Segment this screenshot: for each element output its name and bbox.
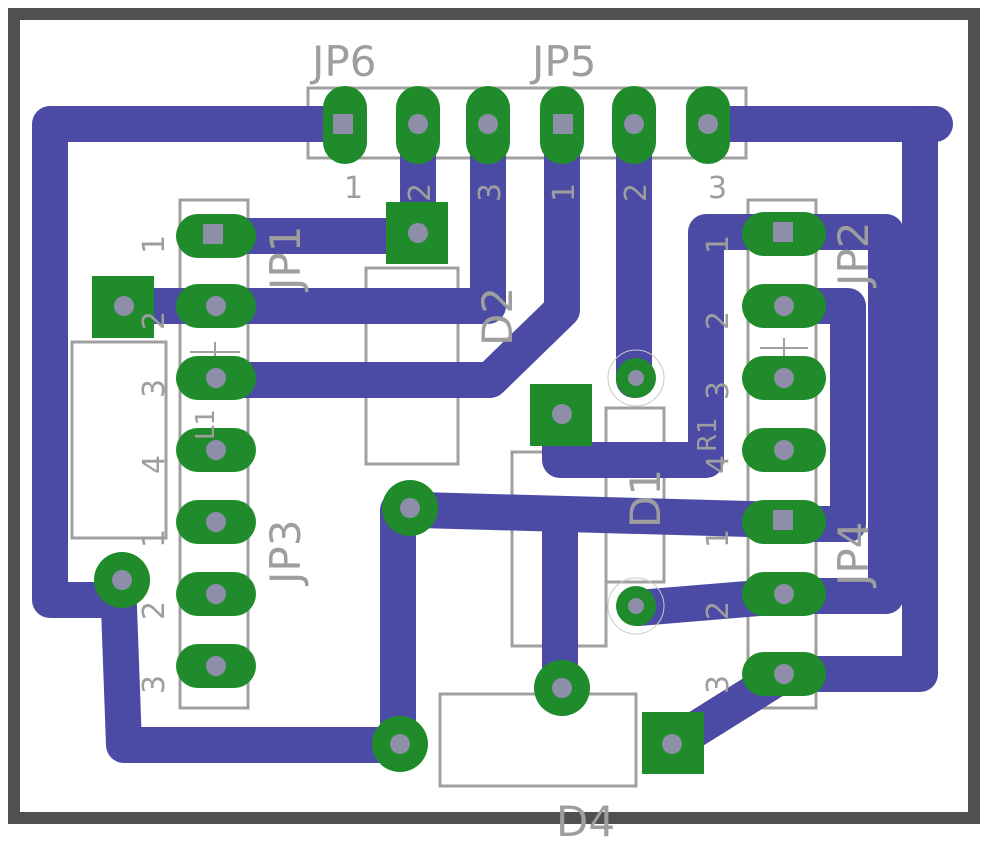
pin-right-6: 2 <box>701 601 736 620</box>
pin-left-1: 1 <box>137 235 172 254</box>
label-jp1: JP1 <box>261 226 310 293</box>
pin-right-4: 4 <box>701 455 736 474</box>
label-d1: D1 <box>621 469 670 528</box>
label-d4: D4 <box>556 797 615 846</box>
pin-left-5: 1 <box>137 529 172 548</box>
pin-numbers: 1 2 3 1 2 3 1 2 3 4 1 2 3 1 2 3 4 1 2 3 <box>137 171 736 694</box>
pin-jp6-1: 1 <box>344 171 363 206</box>
pin-jp6-2: 2 <box>403 183 438 202</box>
pin-left-7: 3 <box>137 675 172 694</box>
pin-jp5-2: 2 <box>619 183 654 202</box>
label-jp2: JP2 <box>829 222 878 289</box>
pin-right-3: 3 <box>701 381 736 400</box>
pin-left-6: 2 <box>137 601 172 620</box>
pin-right-5: 1 <box>701 529 736 548</box>
label-l1: L1 <box>191 409 221 440</box>
pin-left-2: 2 <box>137 311 172 330</box>
designator-labels: JP6 JP5 D4 JP1 JP3 D2 D1 JP2 JP4 R1 L1 <box>191 37 878 846</box>
pin-right-2: 2 <box>701 311 736 330</box>
label-d2: D2 <box>473 287 522 346</box>
label-jp5: JP5 <box>529 37 596 86</box>
pin-jp5-1: 1 <box>547 183 582 202</box>
pin-jp6-3: 3 <box>473 183 508 202</box>
label-r1: R1 <box>693 417 723 452</box>
drill-holes <box>112 114 794 754</box>
pin-left-4: 4 <box>137 455 172 474</box>
label-jp6: JP6 <box>309 37 376 86</box>
pin-left-3: 3 <box>137 379 172 398</box>
pin-jp5-3: 3 <box>708 171 727 206</box>
label-jp3: JP3 <box>261 520 310 587</box>
label-jp4: JP4 <box>829 522 878 589</box>
pin-right-7: 3 <box>701 675 736 694</box>
pin-right-1: 1 <box>701 235 736 254</box>
